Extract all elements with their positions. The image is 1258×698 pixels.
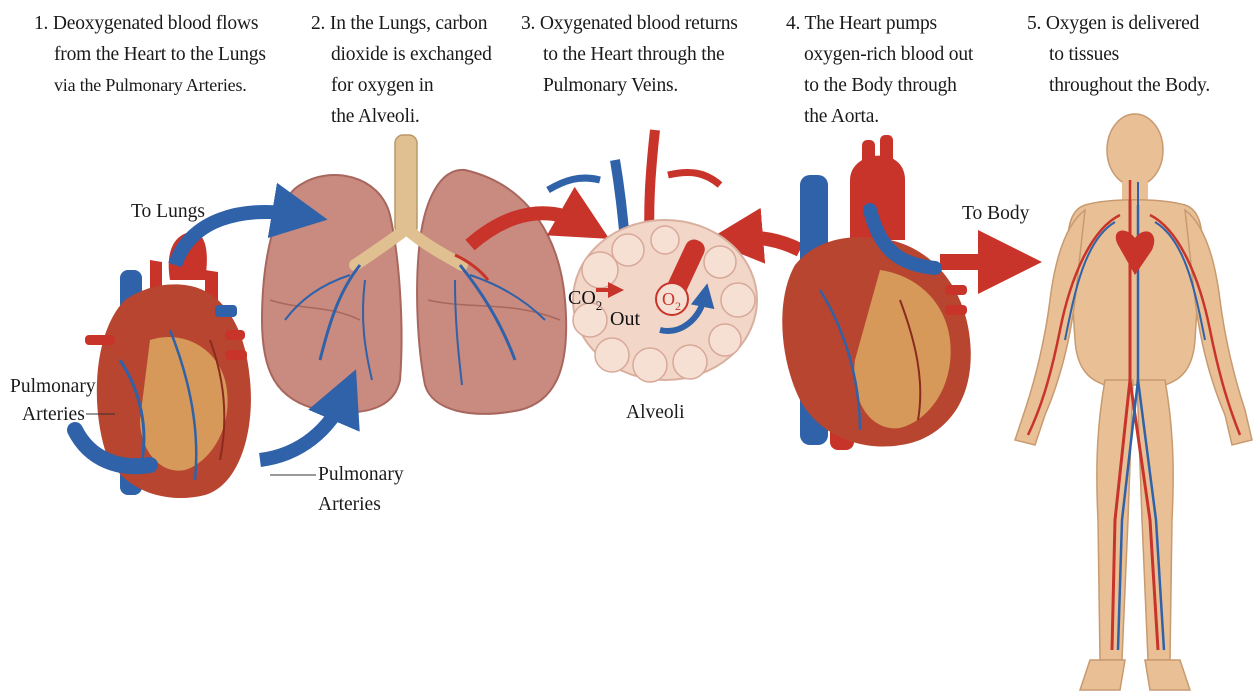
label-line: Pulmonary (318, 460, 404, 490)
alveoli-label: Alveoli (626, 398, 685, 428)
human-body (1015, 114, 1252, 690)
pulmonary-arteries-left-label: Pulmonary Arteries (10, 373, 96, 429)
left-heart (75, 232, 251, 498)
label-line: Pulmonary (10, 373, 96, 401)
out-label: Out (610, 308, 640, 330)
alveoli-cluster (548, 130, 757, 382)
pulmonary-arteries-bottom-label: Pulmonary Arteries (318, 460, 404, 520)
pulmonary-vein-arrow (735, 238, 800, 251)
head (1107, 114, 1163, 186)
trachea (395, 135, 417, 235)
right-heart (782, 135, 970, 450)
lungs (262, 135, 566, 414)
to-lungs-label: To Lungs (131, 197, 205, 227)
to-body-label: To Body (962, 199, 1029, 229)
label-line: Arteries (10, 401, 96, 429)
torso (1068, 200, 1202, 385)
label-line: Arteries (318, 490, 404, 520)
